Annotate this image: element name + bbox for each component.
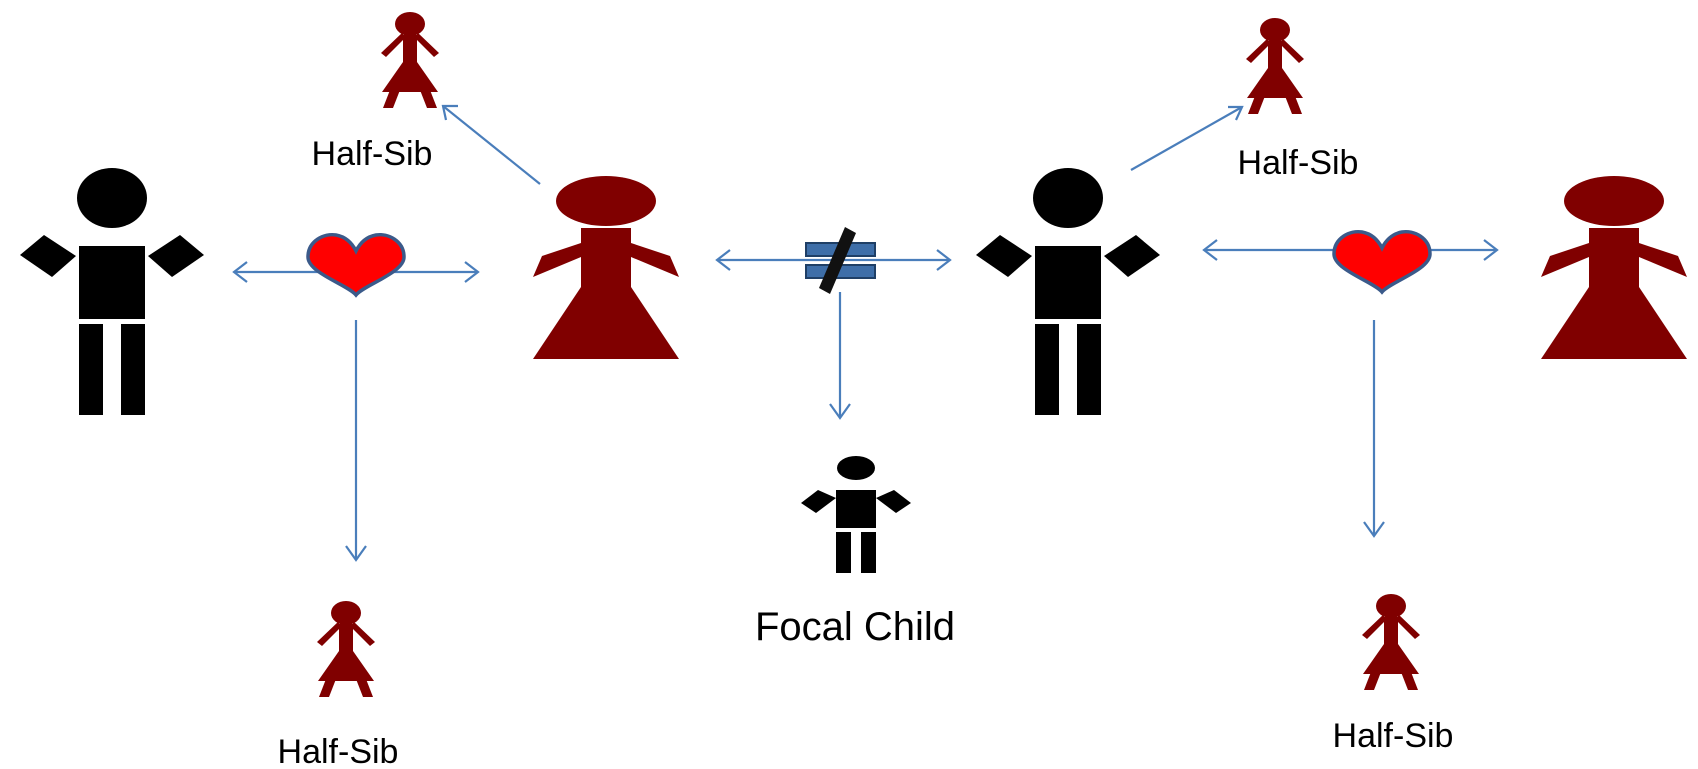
arrow-father-halfsib xyxy=(1130,106,1243,171)
half-sib-figure-bottom-left xyxy=(317,601,375,697)
half-sib-figure-top-right xyxy=(1246,18,1304,114)
female-figure-right xyxy=(1541,176,1687,359)
male-figure-left xyxy=(20,168,204,415)
half-sib-figure-bottom-right xyxy=(1362,594,1420,690)
focal-child-label: Focal Child xyxy=(755,605,955,649)
half-sib-label-top-left: Half-Sib xyxy=(312,135,433,173)
male-figure-center xyxy=(976,168,1160,415)
arrow-mother-halfsib xyxy=(442,105,541,185)
half-sib-label-top-right: Half-Sib xyxy=(1238,144,1359,182)
heart-icon-right xyxy=(1332,229,1432,294)
heart-icon-left xyxy=(306,232,406,297)
half-sib-label-bottom-left: Half-Sib xyxy=(278,733,399,769)
half-sib-label-bottom-right: Half-Sib xyxy=(1333,717,1454,755)
half-sib-figure-top-left xyxy=(381,12,439,108)
not-equal-icon xyxy=(805,227,876,294)
arrows xyxy=(232,104,1499,562)
female-figure-left xyxy=(533,176,679,359)
focal-child-figure xyxy=(801,456,911,573)
